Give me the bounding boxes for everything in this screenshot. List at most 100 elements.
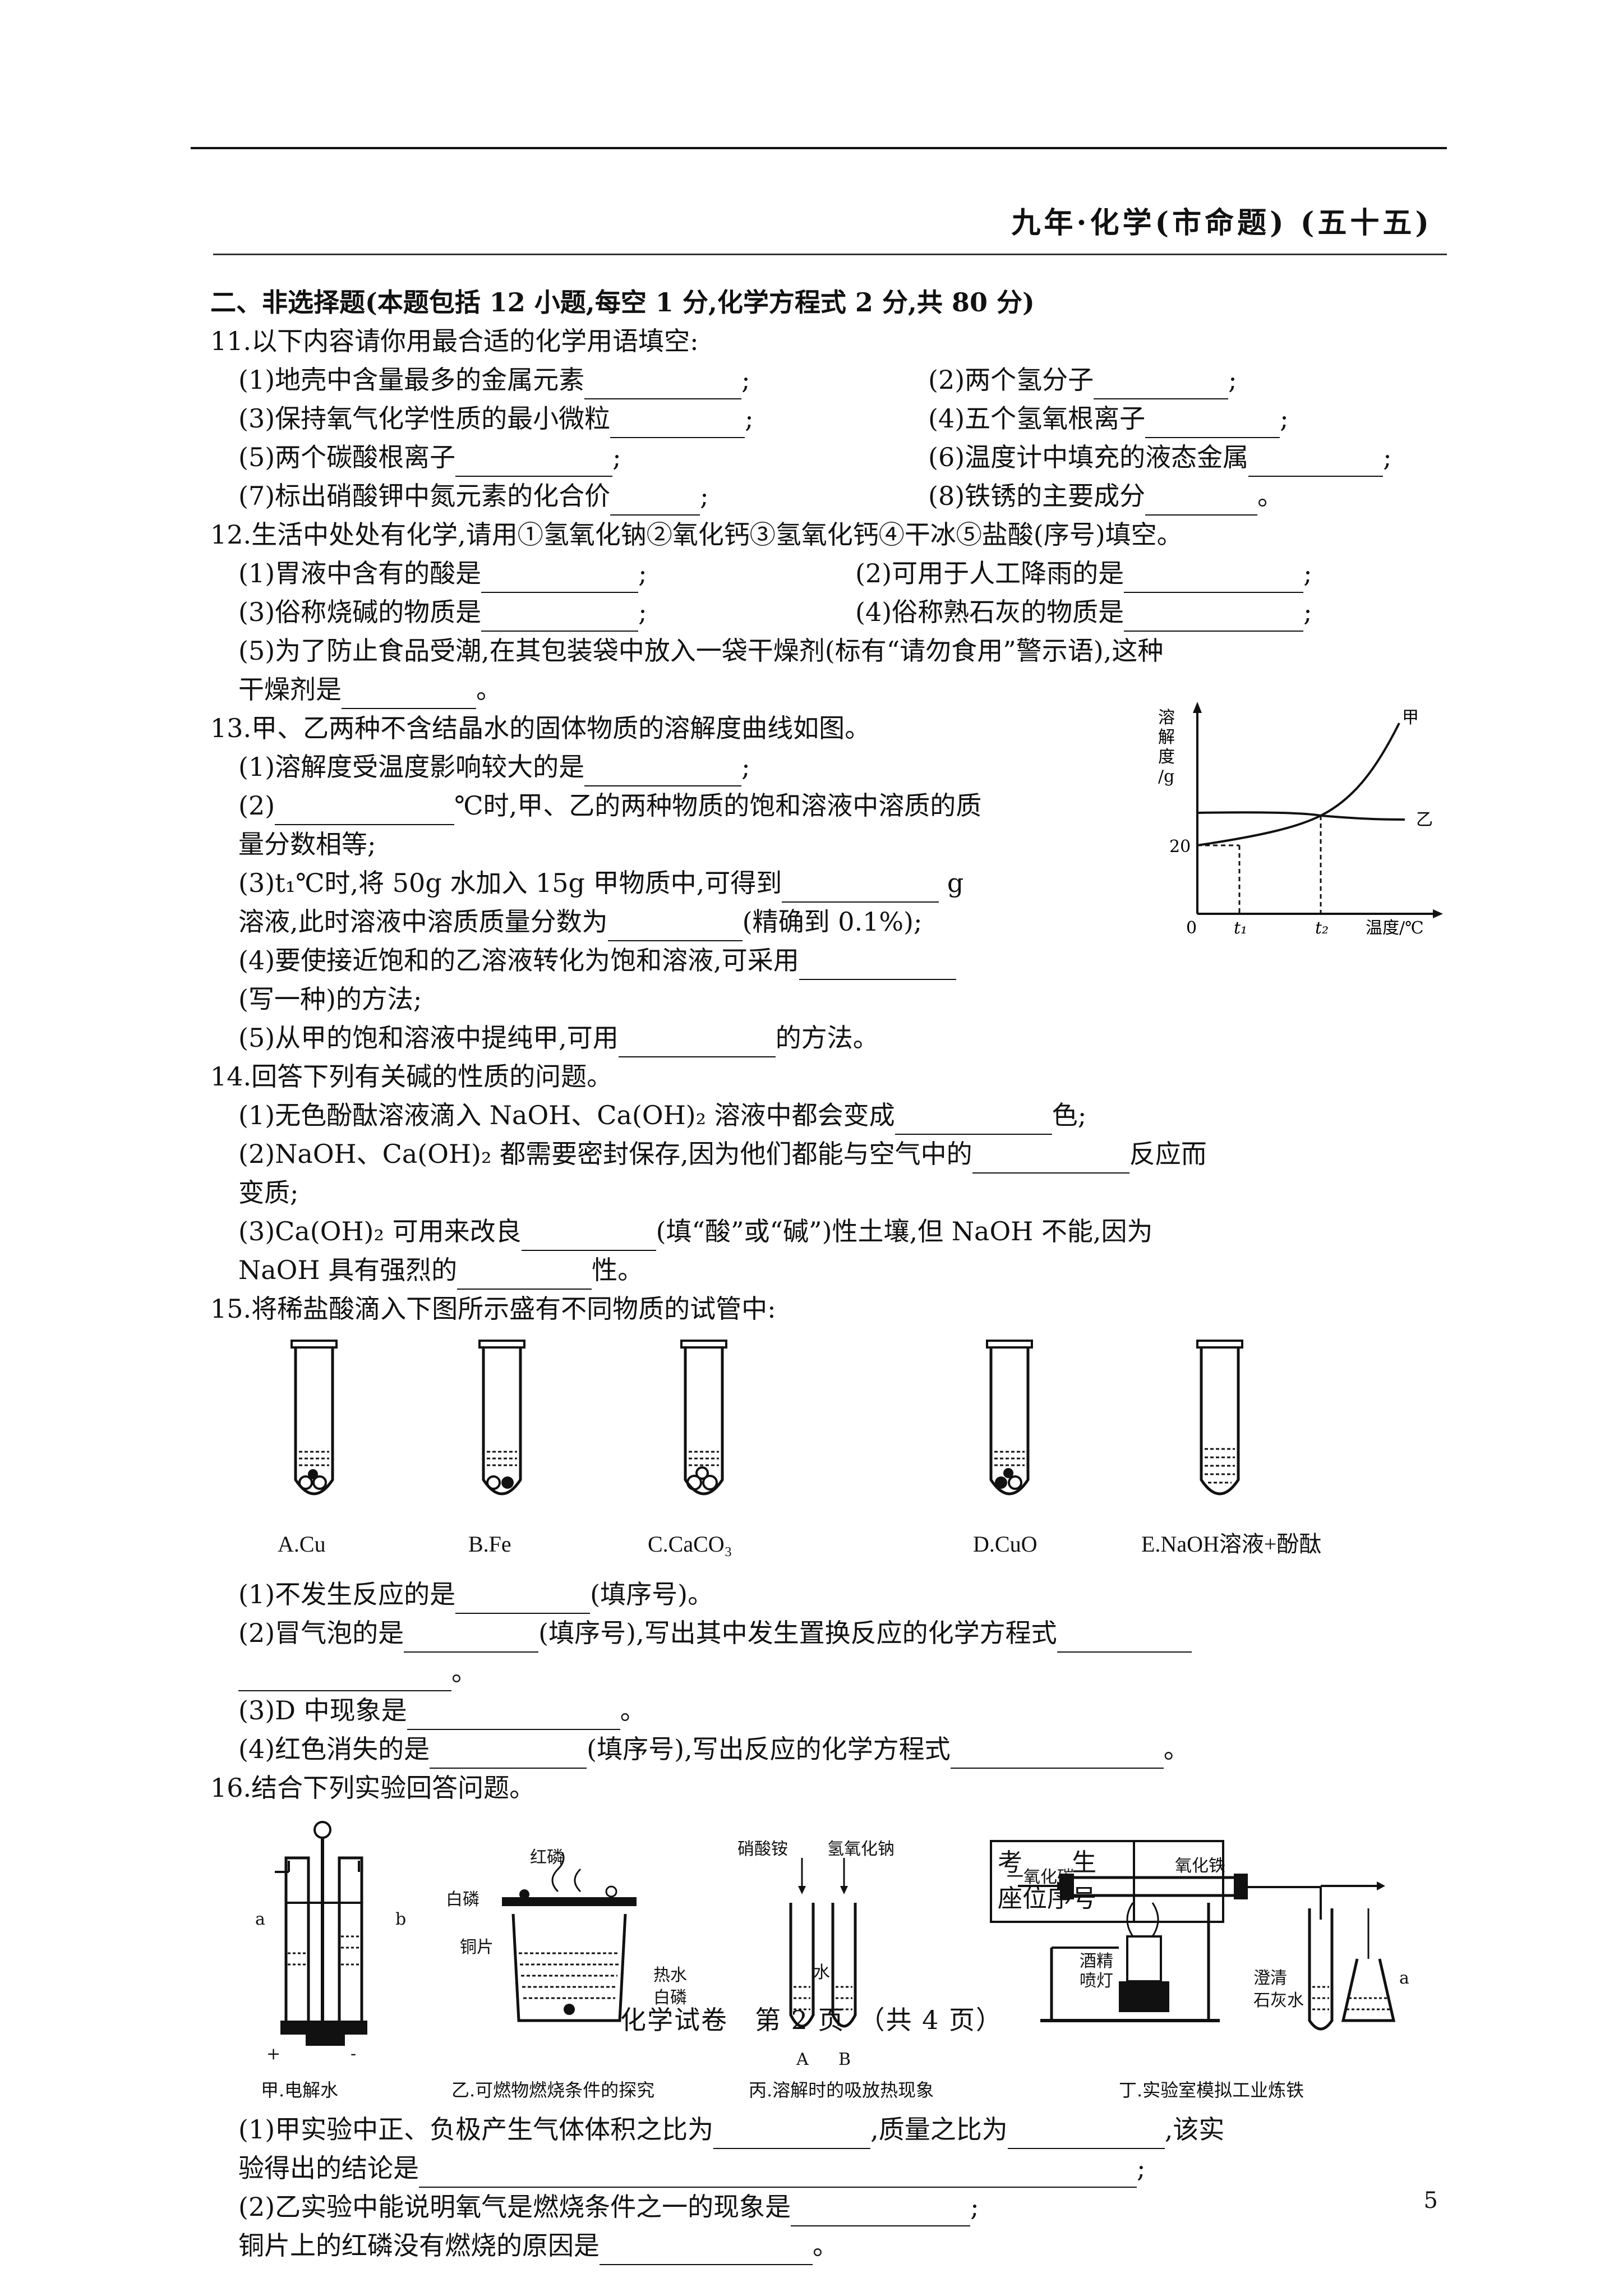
answer-blank[interactable] [521,1221,656,1251]
caption-bing: 丙.溶解时的吸放热现象 [749,2079,934,2101]
q13-line: (2)℃时,甲、乙的两种物质的饱和溶液中溶质的质 [210,786,1444,825]
page-header: 九年·化学(市命题) (五十五) [1011,206,1432,240]
answer-blank[interactable] [1124,563,1304,593]
label-lamp-2: 喷灯 [1080,1971,1113,1991]
q11-item: (5)两个碳酸根离子 [238,442,456,472]
y-axis-label-2: 解 [1158,728,1175,747]
answer-blank[interactable] [1124,601,1304,632]
page-number: 5 [1423,2188,1438,2214]
q13-line: (5)从甲的饱和溶液中提纯甲,可用 的方法。 [210,1019,1444,1057]
y-axis-label-1: 溶 [1158,708,1175,728]
answer-blank[interactable] [1145,408,1280,438]
answer-blank[interactable] [457,1259,592,1290]
answer-blank[interactable] [275,795,455,825]
q13-stem: 13.甲、乙两种不含结晶水的固体物质的溶解度曲线如图。 [210,713,871,743]
y-axis-label-3: 度 [1158,747,1175,767]
q16-text: ; [1137,2153,1146,2183]
q13-text: 的方法。 [775,1023,879,1053]
label-white-phosphorus: 白磷 [446,1890,479,1910]
label-b: b [395,1910,407,1929]
answer-blank[interactable] [610,408,745,438]
q11-item: (3)保持氧气化学性质的最小微粒 [238,403,611,434]
caption-ding: 丁.实验室模拟工业炼铁 [1119,2079,1304,2101]
q16-line: (1)甲实验中正、负极产生气体体积之比为,质量之比为,该实 [210,2110,1444,2149]
test-tube-a [291,1340,338,1496]
answer-blank[interactable] [407,1700,620,1730]
q13-text: (4)要使接近饱和的乙溶液转化为饱和溶液,可采用 [238,945,799,976]
q14-line: NaOH 具有强烈的性。 [210,1251,1444,1290]
answer-blank[interactable] [1248,447,1384,477]
answer-blank[interactable] [404,1622,539,1653]
q15-line: (4)红色消失的是(填序号),写出反应的化学方程式。 [210,1730,1444,1769]
y-tick-20: 20 [1169,837,1191,857]
q16-text: 。 [813,2230,838,2261]
q11-item: (7)标出硝酸钾中氮元素的化合价 [238,481,611,511]
q15-line: (3)D 中现象是 。 [210,1691,1444,1730]
answer-blank[interactable] [584,756,742,786]
q16-text: ; [970,2192,979,2222]
q14-text: (2)NaOH、Ca(OH)₂ 都需要密封保存,因为他们都能与空气中的 [238,1139,972,1169]
series-jia [1197,723,1400,846]
label-tube-b: B [838,2050,851,2069]
q13-line: (3)t₁℃时,将 50g 水加入 15g 甲物质中,可得到 g [210,864,1444,903]
answer-blank[interactable] [430,1738,587,1769]
answer-blank[interactable] [238,1661,451,1691]
series-yi [1197,811,1405,821]
q14-text: 色; [1052,1100,1087,1130]
answer-blank[interactable] [1057,1622,1192,1653]
seat-label: 考 生 座位序号 [992,1842,1135,1921]
q12-item5-label: 干燥剂是 [238,674,342,705]
answer-blank[interactable] [791,2196,971,2226]
label-tube-a: A [796,2050,809,2069]
answer-blank[interactable] [600,2235,813,2265]
test-tube-d [986,1340,1033,1496]
answer-blank[interactable] [455,1584,591,1614]
label-white-phosphorus-2: 白磷 [653,1988,687,2008]
electrolysis-apparatus [275,1821,367,2046]
q11-row: (3)保持氧气化学性质的最小微粒; (4)五个氢氧根离子; [210,399,1444,438]
answer-blank[interactable] [607,911,743,941]
answer-blank[interactable] [419,2157,1137,2188]
answer-blank[interactable] [618,1027,776,1057]
answer-blank[interactable] [584,369,742,399]
answer-blank[interactable] [455,447,613,477]
label-a: a [255,1910,265,1929]
q15-stem: 15.将稀盐酸滴入下图所示盛有不同物质的试管中: [210,1294,776,1324]
answer-blank[interactable] [1094,369,1229,399]
q15-text: 。 [620,1695,646,1726]
answer-blank[interactable] [895,1105,1052,1135]
answer-blank[interactable] [481,563,639,593]
q15-text: (3)D 中现象是 [238,1695,407,1726]
answer-blank[interactable] [1007,2119,1165,2149]
combustion-apparatus [502,1852,637,2022]
tube-label-e: E.NaOH溶液+酚酞 [1141,1531,1322,1557]
answer-blank[interactable] [1145,485,1258,516]
q14-line: (3)Ca(OH)₂ 可用来改良(填“酸”或“碱”)性土壤,但 NaOH 不能,… [210,1212,1444,1251]
q14-text: 反应而 [1129,1139,1207,1169]
q12-row: (3)俗称烧碱的物质是; (4)俗称熟石灰的物质是; [210,593,1444,632]
answer-blank[interactable] [342,679,476,709]
y-axis-arrow [1193,702,1202,713]
answer-blank[interactable] [799,950,956,980]
q16-text: (2)乙实验中能说明氧气是燃烧条件之一的现象是 [238,2192,791,2222]
answer-blank[interactable] [610,485,700,516]
q14-text: (3)Ca(OH)₂ 可用来改良 [238,1216,522,1246]
q15-text: 。 [451,1657,477,1687]
x-tick-0: 0 [1186,918,1197,936]
q13-line: (1)溶解度受温度影响较大的是; [210,748,1444,786]
q13-text: (5)从甲的饱和溶液中提纯甲,可用 [238,1023,619,1053]
seat-number-field[interactable] [1135,1842,1222,1921]
answer-blank[interactable] [782,872,939,903]
label-lime-1: 澄清 [1253,1968,1287,1988]
q15-line: 。 [210,1653,1444,1691]
label-naoh: 氢氧化钠 [827,1839,895,1859]
q16-line: (2)乙实验中能说明氧气是燃烧条件之一的现象是; [210,2188,1444,2226]
section-title: 二、非选择题(本题包括 12 小题,每空 1 分,化学方程式 2 分,共 80 … [210,287,1035,318]
answer-blank[interactable] [972,1143,1129,1174]
answer-blank[interactable] [950,1738,1164,1769]
q16-text: ,该实 [1164,2114,1225,2145]
series-label-jia: 甲 [1402,708,1419,728]
answer-blank[interactable] [481,601,639,632]
q12-stem: 12.生活中处处有化学,请用①氢氧化钠②氧化钙③氢氧化钙④干冰⑤盐酸(序号)填空… [210,519,1183,550]
answer-blank[interactable] [713,2119,871,2149]
